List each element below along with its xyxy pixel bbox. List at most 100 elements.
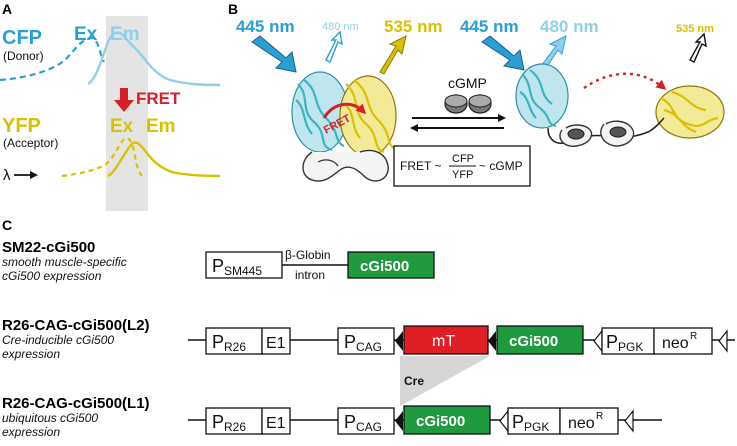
cfp-ex-label: Ex bbox=[74, 24, 98, 45]
sm22-desc-1: smooth muscle-specific bbox=[2, 255, 127, 269]
sm22-promoter-sub: SM445 bbox=[224, 264, 262, 278]
fret-down-arrow bbox=[114, 88, 134, 112]
dotted-fret-arrow bbox=[583, 72, 667, 90]
sm22-cgi500-label: cGi500 bbox=[360, 258, 409, 275]
l1-ppgk-sub: PGK bbox=[524, 420, 549, 434]
l1-pr26-sub: R26 bbox=[224, 420, 246, 434]
yfp-ex-label: Ex bbox=[110, 116, 134, 137]
blue-excitation-arrow-left bbox=[251, 35, 297, 73]
l2-loxp-2 bbox=[488, 331, 496, 351]
yfp-em-label: Em bbox=[146, 116, 176, 137]
l1-pcag-box bbox=[337, 407, 395, 435]
panel-b-label: B bbox=[228, 1, 238, 17]
fret-curved-arrow bbox=[322, 102, 367, 119]
lambda-label: λ bbox=[3, 167, 11, 184]
acceptor-label: (Acceptor) bbox=[3, 136, 58, 150]
panel-a: A CFP (Donor) Ex Em FRET YFP (Acceptor) … bbox=[0, 1, 221, 211]
cre-label: Cre bbox=[404, 374, 424, 388]
l2-pcag-sub: CAG bbox=[356, 340, 382, 354]
yfp-label: YFP bbox=[2, 115, 41, 137]
l1-e1-box bbox=[261, 407, 291, 435]
sm22-cgi500-box bbox=[347, 251, 435, 279]
l2-mt-label: mT bbox=[432, 333, 455, 350]
formula-suffix: ~ cGMP bbox=[479, 159, 523, 173]
l1-frt-1 bbox=[499, 409, 509, 433]
l2-title: R26-CAG-cGi500(L2) bbox=[2, 317, 150, 334]
l2-desc-2: expression bbox=[2, 347, 60, 361]
nm535-right-label: 535 nm bbox=[676, 23, 714, 35]
nm535-left-label: 535 nm bbox=[384, 17, 443, 36]
l1-neo-sup: R bbox=[596, 411, 603, 422]
l2-desc-1: Cre-inducible cGi500 bbox=[2, 333, 114, 347]
l2-frt-1 bbox=[593, 329, 603, 353]
l1-desc-1: ubiquitous cGi500 bbox=[2, 411, 98, 425]
l2-neo-sup: R bbox=[690, 331, 697, 342]
donor-label: (Donor) bbox=[3, 49, 44, 63]
formula-prefix: FRET ~ bbox=[400, 159, 441, 173]
l1-cgi500-box bbox=[403, 405, 491, 435]
nm445-right-label: 445 nm bbox=[460, 17, 519, 36]
panel-b: B 445 nm 480 nm 535 nm FRET c bbox=[228, 1, 725, 187]
sm22-intron-label-1: β-Globin bbox=[285, 248, 331, 262]
l2-e1-box bbox=[261, 327, 291, 355]
l2-mt-box bbox=[403, 325, 489, 355]
fret-label: FRET bbox=[136, 89, 181, 108]
l1-pr26-p: P bbox=[212, 412, 224, 432]
panel-a-label: A bbox=[2, 1, 12, 17]
cfp-em-label: Em bbox=[110, 24, 140, 45]
l1-ppgk-p: P bbox=[512, 412, 524, 432]
cgmp-molecules bbox=[444, 94, 492, 114]
yfp-emission-curve bbox=[107, 141, 221, 178]
l2-ppgk-p: P bbox=[606, 332, 618, 352]
formula-numerator: CFP bbox=[452, 153, 474, 165]
sm22-promoter-p: P bbox=[212, 256, 224, 276]
sm22-title: SM22-cGi500 bbox=[2, 239, 95, 256]
l2-pr26-sub: R26 bbox=[224, 340, 246, 354]
l1-pcag-p: P bbox=[344, 412, 356, 432]
yfp-protein-left bbox=[339, 75, 397, 157]
cyan-emission-arrow-left bbox=[325, 30, 343, 63]
l1-pr26-box bbox=[205, 407, 263, 435]
nm445-left-label: 445 nm bbox=[236, 17, 295, 36]
cfp-label: CFP bbox=[2, 27, 42, 49]
cfp-protein-right bbox=[515, 63, 569, 129]
l2-cgi500-label: cGi500 bbox=[509, 333, 558, 350]
yfp-excitation-curve bbox=[61, 136, 143, 178]
l2-pr26-box bbox=[205, 327, 263, 355]
l2-frt-2 bbox=[718, 329, 728, 353]
l2-neo-box bbox=[653, 327, 713, 355]
l2-e1-label: E1 bbox=[266, 335, 286, 352]
l1-neo-label: neo bbox=[568, 415, 595, 432]
l1-e1-label: E1 bbox=[266, 415, 286, 432]
l1-neo-box bbox=[559, 407, 619, 435]
sm22-promoter-box bbox=[205, 251, 283, 279]
l1-title: R26-CAG-cGi500(L1) bbox=[2, 395, 150, 412]
cgmp-label: cGMP bbox=[448, 75, 487, 91]
formula-denominator: YFP bbox=[452, 169, 473, 181]
l2-pcag-p: P bbox=[344, 332, 356, 352]
panel-c-label: C bbox=[2, 217, 12, 233]
nm480-left-label: 480 nm bbox=[322, 21, 359, 33]
l2-loxp-1 bbox=[395, 331, 403, 351]
l2-neo-label: neo bbox=[662, 335, 689, 352]
l2-ppgk-sub: PGK bbox=[618, 340, 643, 354]
nm480-right-label: 480 nm bbox=[540, 17, 599, 36]
cfp-emission-shade bbox=[106, 16, 148, 211]
l2-cgi500-box bbox=[496, 325, 584, 355]
l1-loxp bbox=[395, 411, 403, 431]
l1-frt-2 bbox=[624, 409, 634, 433]
cgmp-binding-domain-right bbox=[559, 120, 635, 147]
sm22-desc-2: cGi500 expression bbox=[2, 269, 102, 283]
l2-ppgk-box bbox=[601, 327, 655, 355]
cre-recombination-wedge bbox=[400, 356, 490, 406]
sm22-intron-label-2: intron bbox=[295, 268, 325, 282]
l2-pcag-box bbox=[337, 327, 395, 355]
l1-pcag-sub: CAG bbox=[356, 420, 382, 434]
l2-pr26-p: P bbox=[212, 332, 224, 352]
l1-cgi500-label: cGi500 bbox=[416, 413, 465, 430]
panel-c: C SM22-cGi500 smooth muscle-specific cGi… bbox=[2, 217, 735, 439]
cfp-emission-curve bbox=[87, 31, 221, 87]
yellow-emission-arrow-right bbox=[689, 32, 707, 63]
yfp-protein-right bbox=[655, 85, 725, 139]
